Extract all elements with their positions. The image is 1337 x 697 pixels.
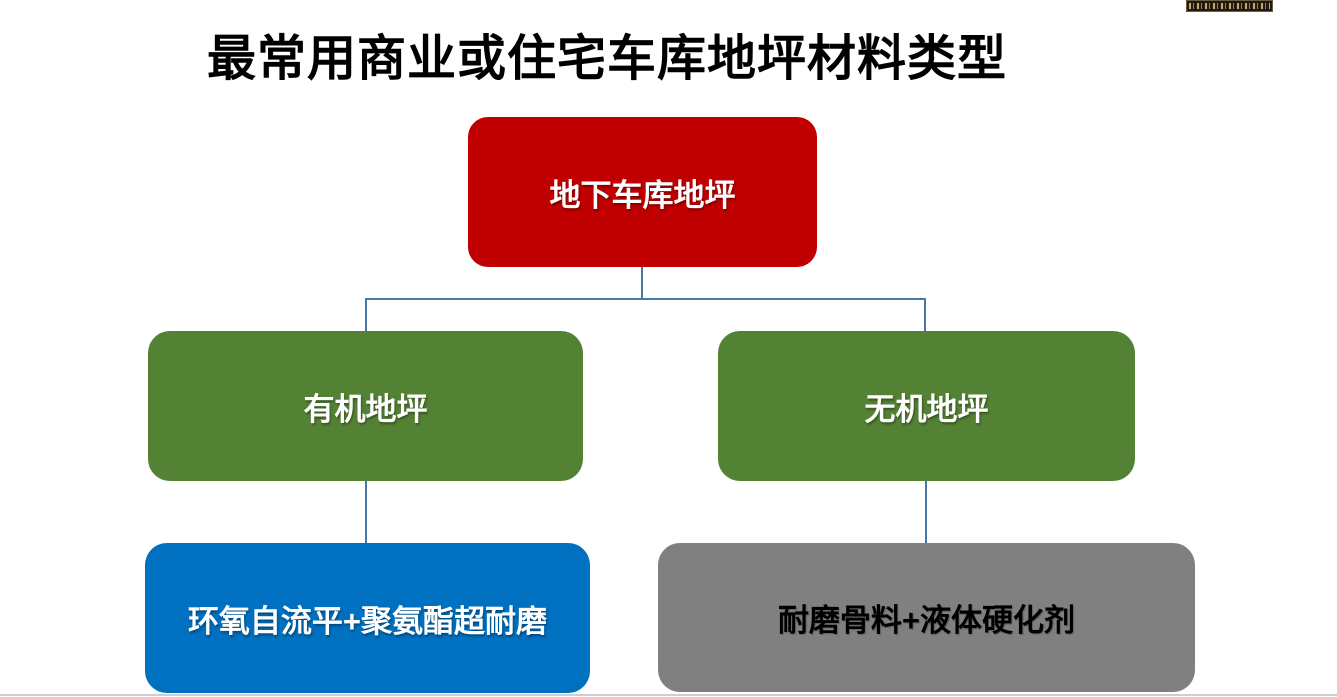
connector-right-lower — [925, 481, 927, 543]
node-epoxy-leaf: 环氧自流平+聚氨酯超耐磨 — [145, 543, 590, 693]
logo-badge — [1186, 0, 1273, 12]
node-inorganic: 无机地坪 — [718, 331, 1135, 481]
connector-left-lower — [365, 481, 367, 543]
connector-right-upper — [924, 298, 926, 331]
node-root-label: 地下车库地坪 — [549, 177, 736, 213]
node-aggregate-leaf: 耐磨骨料+液体硬化剂 — [658, 543, 1195, 692]
node-organic-label: 有机地坪 — [303, 391, 428, 427]
node-inorganic-label: 无机地坪 — [864, 391, 989, 427]
node-aggregate-label: 耐磨骨料+液体硬化剂 — [777, 603, 1076, 638]
connector-root-stub — [641, 267, 643, 298]
node-epoxy-label: 环氧自流平+聚氨酯超耐磨 — [187, 603, 548, 639]
logo-text-marks — [1189, 3, 1270, 9]
node-organic: 有机地坪 — [148, 331, 583, 481]
connector-left-upper — [365, 298, 367, 331]
node-root: 地下车库地坪 — [468, 117, 817, 267]
page-title: 最常用商业或住宅车库地坪材料类型 — [207, 32, 1008, 86]
slide-bottom-rule — [0, 694, 1337, 696]
connector-horizontal — [365, 298, 926, 300]
